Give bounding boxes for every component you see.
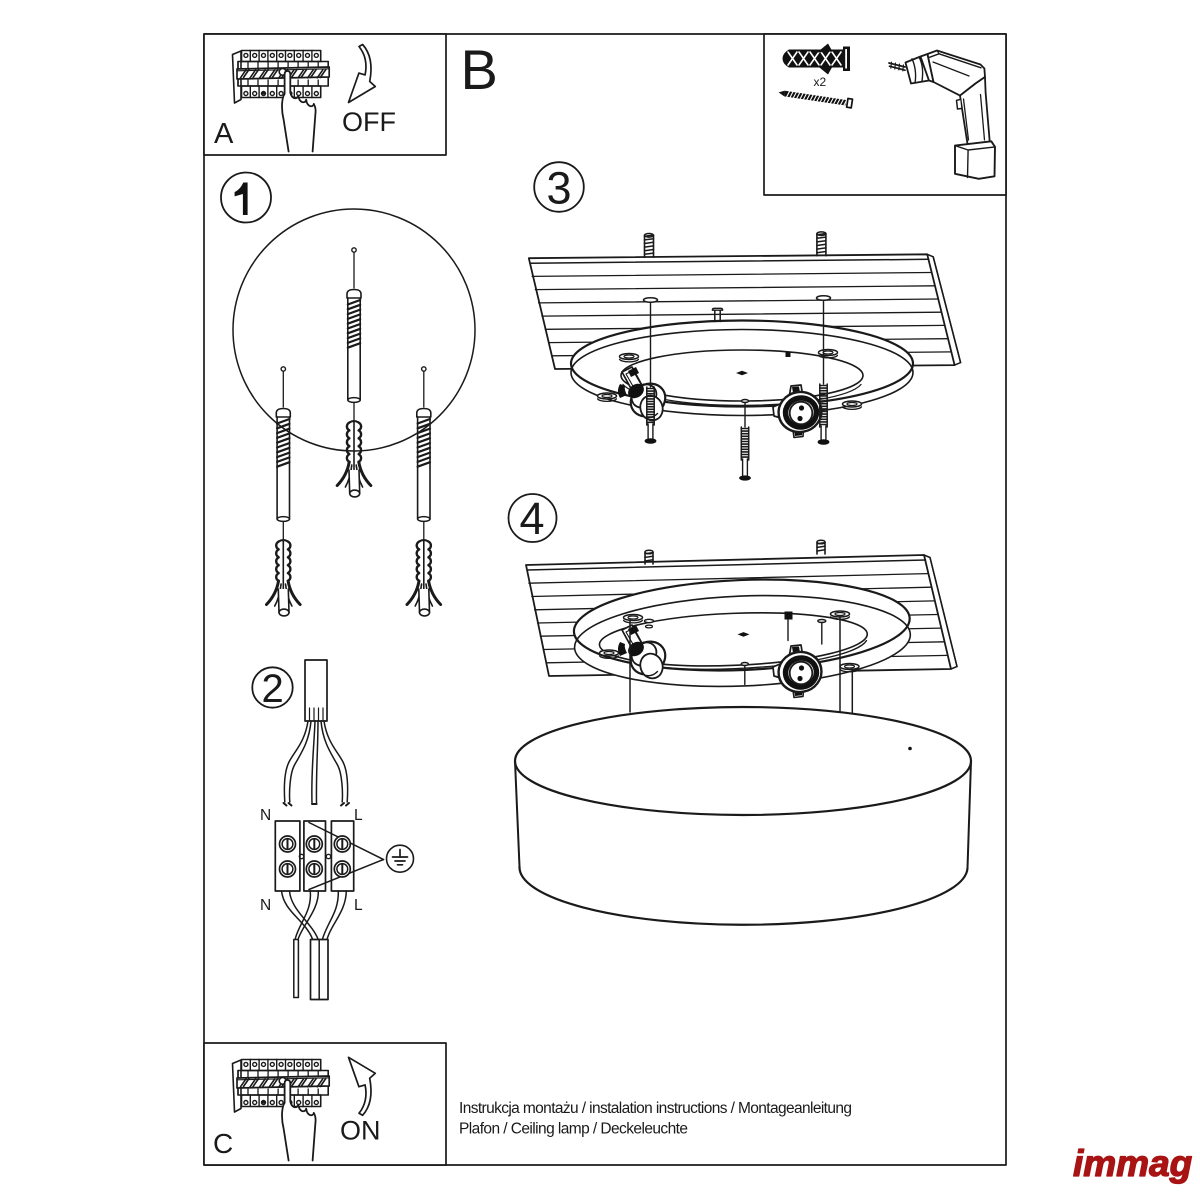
svg-text:N: N (260, 897, 271, 914)
svg-text:4: 4 (520, 493, 545, 544)
svg-text:A: A (214, 118, 234, 150)
svg-text:B: B (461, 38, 498, 101)
svg-text:L: L (354, 807, 363, 824)
svg-text:N: N (260, 807, 271, 824)
svg-text:3: 3 (547, 163, 572, 214)
svg-text:Instrukcja montażu / instalati: Instrukcja montażu / instalation instruc… (459, 1100, 852, 1117)
svg-text:Plafon / Ceiling lamp / Deckel: Plafon / Ceiling lamp / Deckeleuchte (459, 1121, 688, 1138)
svg-text:2: 2 (262, 667, 284, 711)
svg-text:ON: ON (340, 1116, 381, 1146)
svg-text:C: C (213, 1128, 233, 1159)
svg-text:x2: x2 (814, 75, 827, 89)
svg-text:L: L (354, 897, 363, 914)
svg-text:OFF: OFF (342, 107, 396, 137)
svg-text:immag: immag (1073, 1143, 1192, 1184)
